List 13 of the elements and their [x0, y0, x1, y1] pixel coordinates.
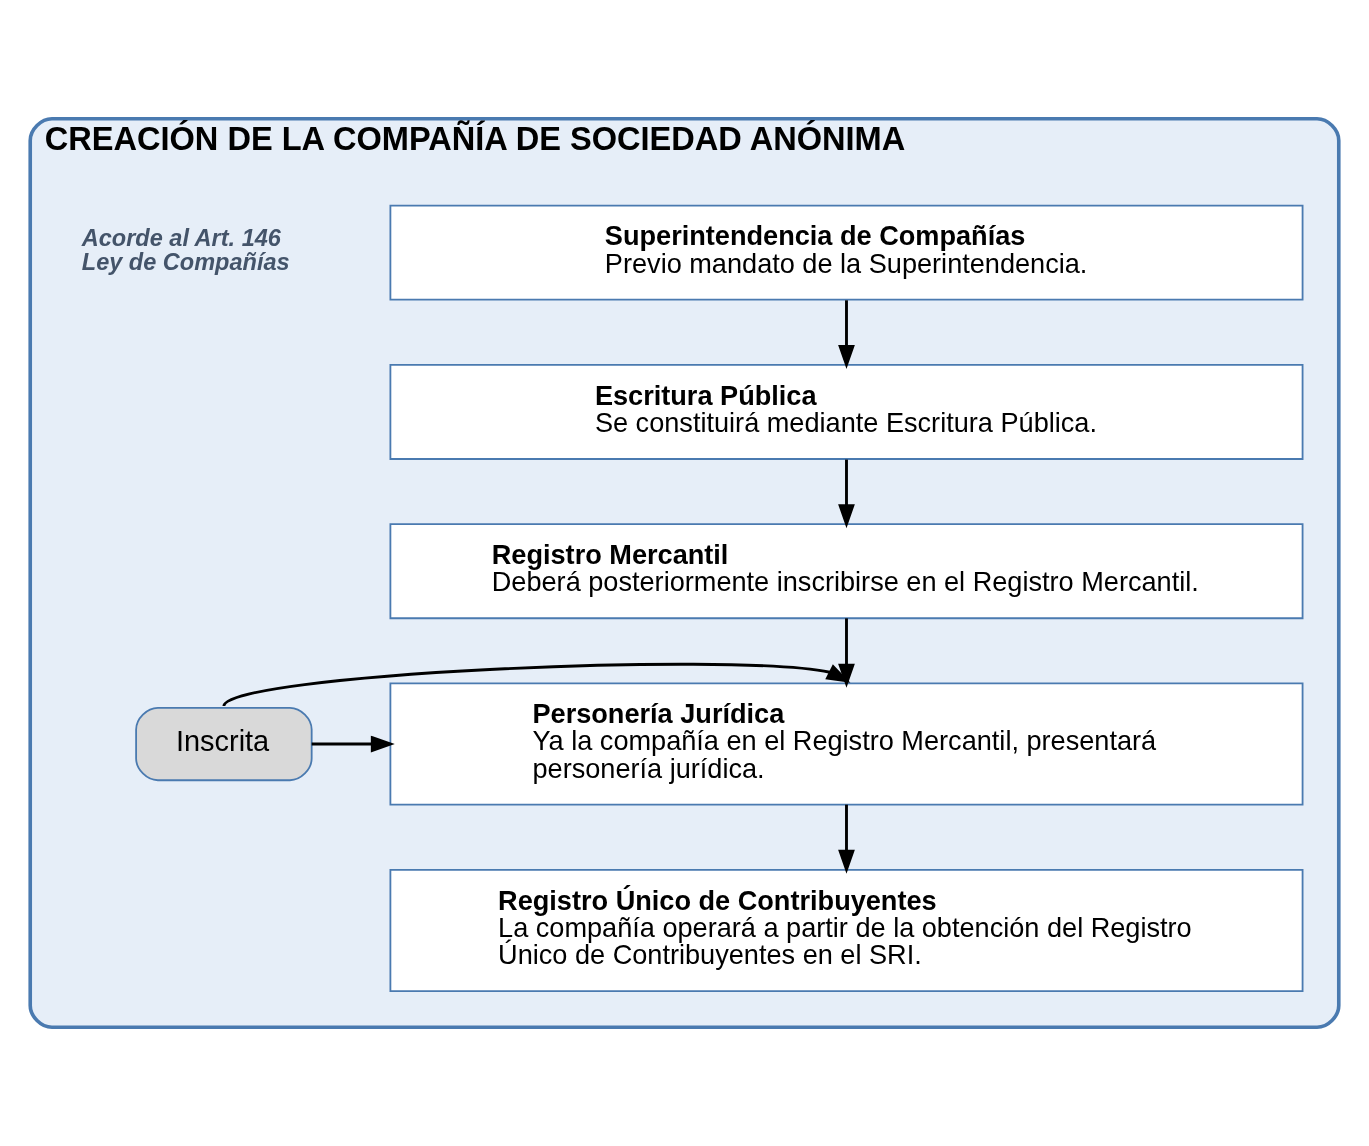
node-box: Escritura Pública Se constituirá mediante Escritura Pública.: [389, 363, 1304, 460]
arrow: [838, 300, 855, 369]
node-box: Superintendencia de Compañías Previo mandato de la Superintendencia.: [389, 204, 1304, 301]
node-box: Inscrita: [135, 706, 313, 782]
node-box: Registro Mercantil Deberá posteriormente inscribirse en el Registro Mercantil.: [389, 523, 1304, 620]
arrow: [838, 804, 855, 874]
label: Acorde al Art. 146 Ley de Compañías: [81, 225, 290, 275]
arrow: [223, 662, 851, 708]
arrow: [838, 618, 855, 688]
arrow: [838, 459, 855, 529]
arrow: [311, 735, 395, 753]
node-box: Personería Jurídica Ya la compañía en el Registro Mercantil, presentará personería jurídica.: [389, 682, 1304, 806]
node-box: Registro Único de Contribuyentes La compañía operará a partir de la obtención del Registro Único de Contribuyentes en el SRI.: [389, 868, 1304, 992]
